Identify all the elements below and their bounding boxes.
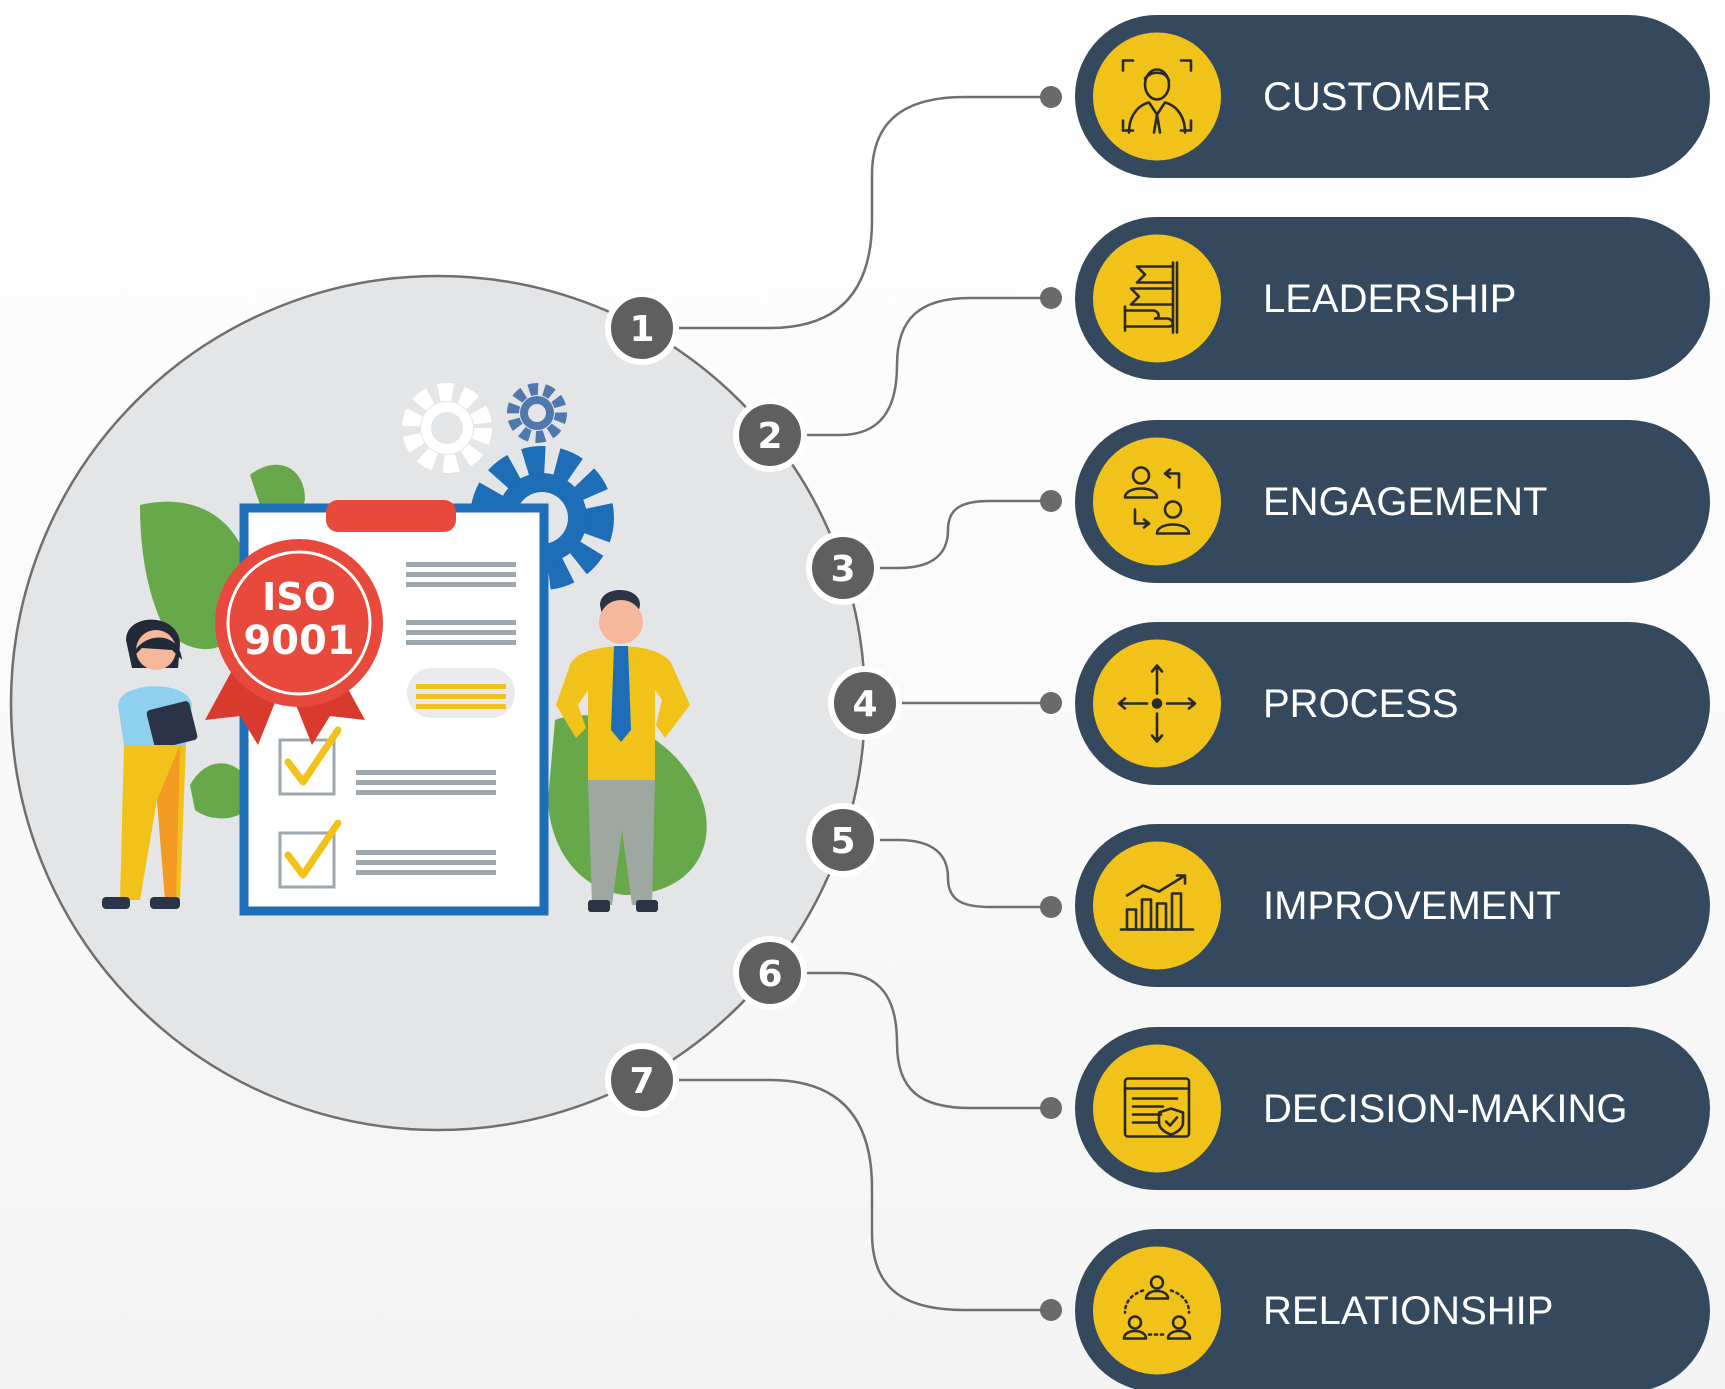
svg-text:1: 1 [629,309,654,350]
gear-icon [402,383,492,473]
iso-badge: ISO 9001 [205,539,383,745]
number-markers: 1 2 3 4 5 6 7 [605,291,902,1117]
connector-7 [672,1078,1051,1312]
connector-3 [868,499,1051,570]
svg-text:6: 6 [757,954,782,995]
pill-label-engagement: ENGAGEMENT [1263,480,1547,524]
svg-text:7: 7 [629,1061,654,1102]
relationship-icon [1122,1275,1192,1340]
engagement-icon [1123,466,1191,535]
iso-badge-line2: 9001 [243,618,354,664]
svg-text:3: 3 [830,549,855,590]
pill-label-process: PROCESS [1263,682,1459,726]
pill-leadership: LEADERSHIP [1075,217,1710,380]
man-figure [556,590,690,912]
connectors [672,95,1051,1312]
number-marker-1: 1 [605,291,679,365]
checkbox-icon [278,726,342,796]
pill-label-customer: CUSTOMER [1263,75,1491,119]
number-marker-7: 7 [605,1043,679,1117]
decision-making-icon [1123,1077,1191,1138]
svg-text:5: 5 [830,821,855,862]
number-marker-6: 6 [733,936,807,1010]
pill-customer: CUSTOMER [1075,15,1710,178]
pill-label-decision-making: DECISION-MAKING [1263,1087,1627,1131]
number-marker-5: 5 [806,803,880,877]
customer-icon [1121,59,1193,134]
svg-text:4: 4 [852,684,877,725]
svg-text:2: 2 [757,416,782,457]
connector-5 [868,838,1051,909]
process-icon [1117,664,1197,743]
leadership-icon [1123,261,1179,334]
connector-dots [1040,86,1062,1321]
pill-label-leadership: LEADERSHIP [1263,277,1516,321]
pill-label-improvement: IMPROVEMENT [1263,884,1561,928]
gear-icon [507,383,567,443]
improvement-icon [1119,874,1195,931]
pill-label-relationship: RELATIONSHIP [1263,1289,1553,1333]
number-marker-2: 2 [733,398,807,472]
connector-1 [672,95,1051,330]
principle-pills: CUSTOMER LEADERSHIP [1075,15,1710,1389]
iso-badge-line1: ISO [262,575,336,619]
connector-6 [800,971,1051,1110]
pill-process: PROCESS [1075,622,1710,785]
checkbox-icon [278,819,342,889]
woman-figure [102,619,198,909]
iso-illustration: ISO 9001 [102,383,707,916]
number-marker-4: 4 [828,666,902,740]
pill-improvement: IMPROVEMENT [1075,824,1710,987]
connector-2 [800,296,1051,437]
pill-relationship: RELATIONSHIP [1075,1229,1710,1389]
pill-engagement: ENGAGEMENT [1075,420,1710,583]
pill-decision-making: DECISION-MAKING [1075,1027,1710,1190]
number-marker-3: 3 [806,531,880,605]
clipboard [239,500,549,916]
